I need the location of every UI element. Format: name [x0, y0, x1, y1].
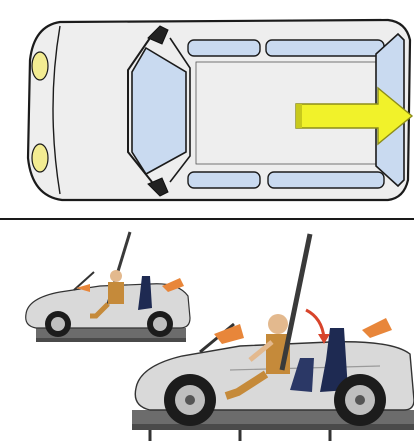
side-views-panel: [0, 220, 414, 441]
side-window-bottom-2: [268, 172, 384, 188]
motion-arrow: [306, 310, 324, 338]
convertible-car-small: [26, 232, 190, 342]
convertible-sled-illustration: [0, 220, 414, 441]
van-top-view-illustration: [0, 0, 414, 218]
van-top-view-panel: [0, 0, 414, 218]
side-window-bottom-1: [188, 172, 260, 188]
headlight-right: [32, 144, 48, 172]
hand-marker-large-2: [362, 318, 392, 338]
side-window-top-2: [266, 40, 384, 56]
side-window-top-1: [188, 40, 260, 56]
headlight-left: [32, 52, 48, 80]
windshield: [132, 48, 186, 174]
